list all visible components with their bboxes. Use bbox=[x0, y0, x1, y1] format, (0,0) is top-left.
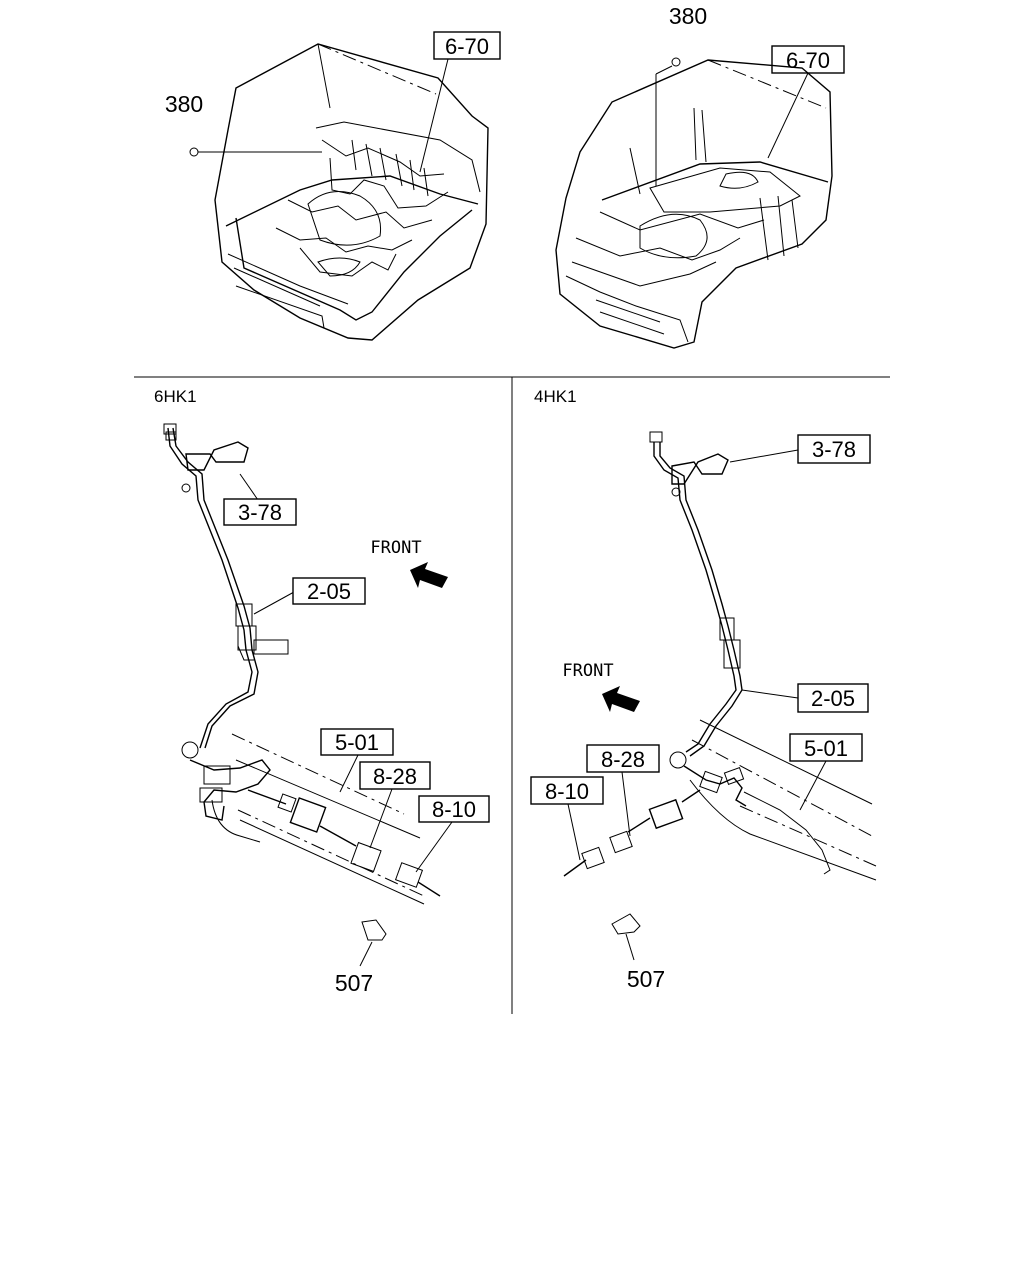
front-label-4hk1: FRONT bbox=[562, 661, 613, 681]
callout-8-10-6hk1: 8-10 bbox=[415, 795, 490, 873]
filter-assembly-6hk1 bbox=[247, 789, 441, 897]
panel-6hk1: 6HK1 bbox=[154, 387, 490, 996]
frame-6hk1 bbox=[211, 733, 425, 905]
cab-illustration-left: 380 6-70 bbox=[165, 31, 501, 341]
part-number-380-left: 380 bbox=[165, 91, 203, 117]
callout-8-10-4hk1: 8-10 bbox=[530, 776, 604, 861]
panel-4hk1: 4HK1 bbox=[530, 387, 877, 992]
svg-text:5-01: 5-01 bbox=[804, 736, 848, 761]
engine-label-4hk1: 4HK1 bbox=[534, 387, 577, 406]
svg-text:8-10: 8-10 bbox=[545, 779, 589, 804]
svg-text:2-05: 2-05 bbox=[307, 579, 351, 604]
clip-part-507-4hk1: 507 bbox=[611, 913, 665, 992]
callout-5-01-6hk1: 5-01 bbox=[320, 728, 394, 793]
callout-8-28-4hk1: 8-28 bbox=[586, 744, 660, 837]
svg-text:2-05: 2-05 bbox=[811, 686, 855, 711]
frame-4hk1 bbox=[689, 719, 877, 881]
callout-8-28-6hk1: 8-28 bbox=[359, 761, 431, 849]
callout-5-01-4hk1: 5-01 bbox=[789, 733, 863, 811]
svg-text:5-01: 5-01 bbox=[335, 730, 379, 755]
part-number-507-6hk1: 507 bbox=[335, 970, 373, 996]
svg-text:8-28: 8-28 bbox=[373, 764, 417, 789]
ref-label-6-70-left: 6-70 bbox=[445, 34, 489, 59]
svg-text:3-78: 3-78 bbox=[812, 437, 856, 462]
front-label-6hk1: FRONT bbox=[370, 538, 421, 558]
callout-2-05-6hk1: 2-05 bbox=[253, 577, 366, 615]
part-number-380-right: 380 bbox=[669, 3, 707, 29]
front-arrow-4hk1 bbox=[602, 686, 640, 712]
clip-part-507-6hk1: 507 bbox=[335, 919, 387, 996]
pipe-4hk1 bbox=[649, 431, 747, 807]
callout-3-78-6hk1: 3-78 bbox=[223, 473, 297, 526]
ref-label-6-70-right: 6-70 bbox=[786, 48, 830, 73]
svg-text:8-10: 8-10 bbox=[432, 797, 476, 822]
part-number-507-4hk1: 507 bbox=[627, 966, 665, 992]
engine-label-6hk1: 6HK1 bbox=[154, 387, 197, 406]
svg-text:3-78: 3-78 bbox=[238, 500, 282, 525]
callout-2-05-4hk1: 2-05 bbox=[741, 683, 869, 713]
front-arrow-6hk1 bbox=[410, 562, 448, 588]
pipe-6hk1 bbox=[163, 423, 289, 821]
filter-assembly-4hk1 bbox=[563, 789, 701, 877]
cab-illustration-right: 380 6-70 bbox=[555, 3, 845, 349]
svg-text:8-28: 8-28 bbox=[601, 747, 645, 772]
callout-3-78-4hk1: 3-78 bbox=[729, 434, 871, 464]
